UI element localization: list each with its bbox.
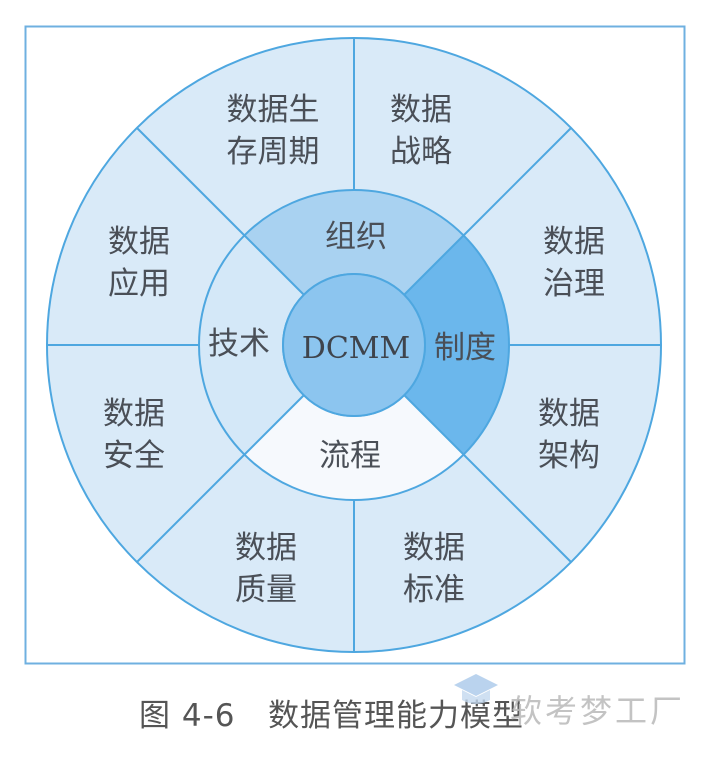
middle-ring [198,189,510,501]
label-data-governance-line1: 数据 [543,224,605,260]
figure-title: 数据管理能力模型 [268,698,525,734]
graduation-cap-icon [454,674,498,704]
label-data-strategy-line1: 数据 [390,92,452,128]
label-organization: 组织 [325,219,387,255]
figure-caption: 图 4-6 数据管理能力模型 [139,690,524,735]
label-data-security-line2: 安全 [103,438,165,474]
label-data-lifecycle-line1: 数据生 [227,92,320,128]
figure-number: 图 4-6 [139,698,236,734]
label-process: 流程 [319,438,381,474]
label-data-standards-line2: 标准 [403,572,465,608]
label-data-quality-line1: 数据 [235,530,297,566]
label-data-security-line1: 数据 [103,396,165,432]
label-data-application-line1: 数据 [108,224,170,260]
label-data-governance-line2: 治理 [543,266,605,302]
label-data-architecture-line2: 架构 [538,438,600,474]
label-data-strategy-line2: 战略 [390,134,452,170]
label-system: 制度 [434,330,496,366]
label-data-architecture-line1: 数据 [538,396,600,432]
label-data-application-line2: 应用 [108,266,170,302]
outer-labels: 数据 战略 数据 治理 数据 架构 数据 标准 数据 质量 数据 安全 数据 应… [103,92,605,608]
label-data-quality-line2: 质量 [235,572,297,608]
label-technology: 技术 [208,326,270,362]
watermark-text: 软考梦工厂 [510,692,686,730]
outer-spokes [47,38,661,652]
center-label: DCMM [302,331,410,366]
center-circle [282,273,426,417]
label-data-standards-line1: 数据 [403,530,465,566]
label-data-lifecycle-line2: 存周期 [227,134,320,170]
